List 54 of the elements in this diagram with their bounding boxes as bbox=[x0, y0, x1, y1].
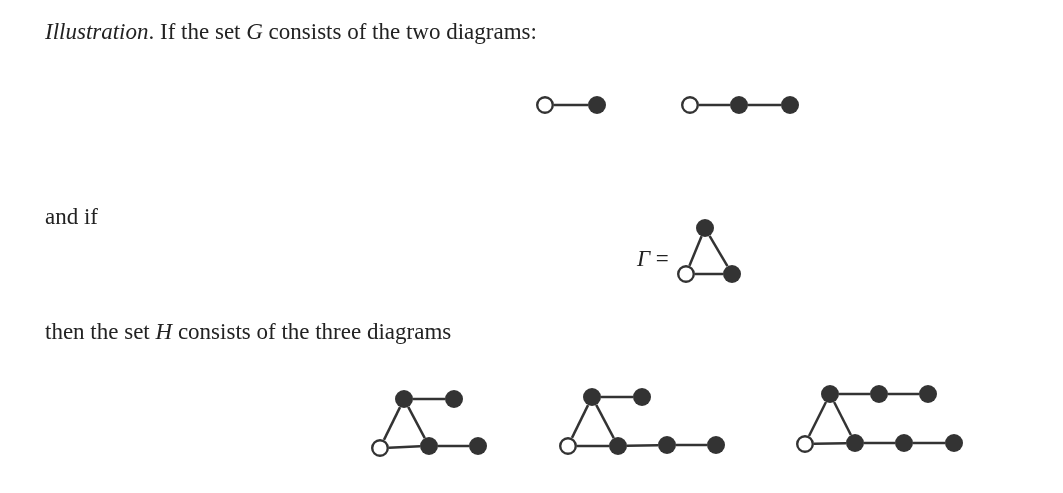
graph-edge bbox=[839, 392, 870, 396]
filled-vertex bbox=[821, 385, 839, 403]
filled-vertex bbox=[658, 436, 676, 454]
text-line: Illustration. If the set G consists of the two diagrams: bbox=[45, 18, 537, 46]
graph-edge bbox=[382, 406, 402, 441]
filled-vertex bbox=[919, 385, 937, 403]
filled-vertex bbox=[609, 437, 627, 455]
graph-edge bbox=[695, 272, 723, 276]
graph-edge bbox=[676, 443, 707, 447]
open-vertex bbox=[796, 435, 814, 453]
graph-edge bbox=[913, 441, 945, 445]
open-vertex bbox=[677, 265, 695, 283]
graph-edge bbox=[577, 444, 609, 448]
graph-edge bbox=[708, 235, 729, 267]
filled-vertex bbox=[870, 385, 888, 403]
filled-vertex bbox=[469, 437, 487, 455]
graph-edge bbox=[388, 445, 421, 449]
graph-edge bbox=[813, 441, 847, 446]
graph-edge bbox=[807, 401, 828, 437]
filled-vertex bbox=[583, 388, 601, 406]
filled-vertex bbox=[781, 96, 799, 114]
filled-vertex bbox=[730, 96, 748, 114]
filled-vertex bbox=[846, 434, 864, 452]
filled-vertex bbox=[945, 434, 963, 452]
graph-edge bbox=[864, 441, 895, 445]
filled-vertex bbox=[445, 390, 463, 408]
filled-vertex bbox=[420, 437, 438, 455]
graph-edge bbox=[407, 406, 426, 439]
graph-edge bbox=[554, 103, 588, 107]
graph-edge bbox=[438, 444, 469, 448]
graph-edge bbox=[601, 395, 633, 399]
graph-edge bbox=[570, 404, 590, 439]
graph-edge bbox=[832, 401, 853, 436]
filled-vertex bbox=[395, 390, 413, 408]
filled-vertex bbox=[588, 96, 606, 114]
open-vertex bbox=[371, 439, 389, 457]
filled-vertex bbox=[895, 434, 913, 452]
filled-vertex bbox=[633, 388, 651, 406]
open-vertex bbox=[681, 96, 699, 114]
text-line: and if bbox=[45, 203, 98, 231]
open-vertex bbox=[536, 96, 554, 114]
graph-edge bbox=[626, 443, 659, 448]
graph-edge bbox=[413, 397, 445, 401]
graph-edge bbox=[595, 404, 615, 439]
graph-edge bbox=[748, 103, 781, 107]
graph-edge bbox=[688, 235, 703, 267]
graph-edge bbox=[699, 103, 730, 107]
open-vertex bbox=[559, 437, 577, 455]
filled-vertex bbox=[707, 436, 725, 454]
text-line: then the set H consists of the three diagrams bbox=[45, 318, 452, 346]
graph-edge bbox=[888, 392, 919, 396]
filled-vertex bbox=[723, 265, 741, 283]
text-line: Γ = bbox=[637, 245, 669, 273]
filled-vertex bbox=[696, 219, 714, 237]
